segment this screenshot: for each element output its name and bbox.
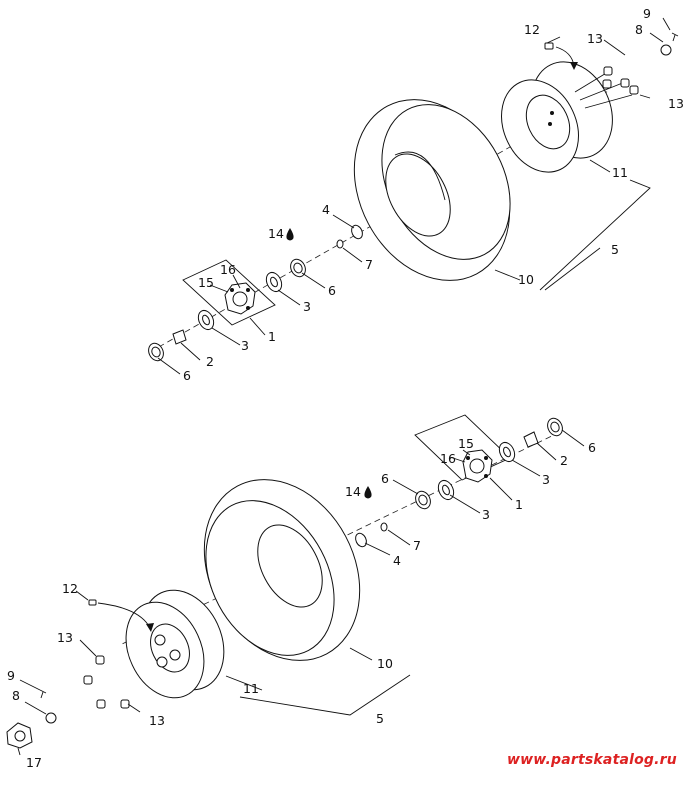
callout-13: 13 xyxy=(587,31,603,46)
callout-3: 3 xyxy=(241,338,249,353)
valve-top xyxy=(544,42,554,50)
callout-6: 6 xyxy=(183,368,191,383)
watermark-text: www.partskatalog.ru xyxy=(507,752,677,768)
callout-7: 7 xyxy=(365,257,373,272)
spacer-7-top xyxy=(336,239,344,249)
callout-8: 8 xyxy=(12,688,20,703)
callout-9: 9 xyxy=(7,668,15,683)
callout-13: 13 xyxy=(57,630,73,645)
callout-11: 11 xyxy=(243,681,259,696)
hub-top xyxy=(224,282,256,315)
callout-12: 12 xyxy=(524,22,540,37)
callout-3: 3 xyxy=(482,507,490,522)
tire-bottom xyxy=(203,479,361,661)
callout-2: 2 xyxy=(560,453,568,468)
callout-14: 14 xyxy=(345,484,361,499)
callout-5: 5 xyxy=(611,242,619,257)
hub-bottom xyxy=(462,449,493,483)
callout-9: 9 xyxy=(643,6,651,21)
oil-drop-icon xyxy=(286,228,294,241)
callout-7: 7 xyxy=(413,538,421,553)
callout-8: 8 xyxy=(635,22,643,37)
cap-top xyxy=(660,44,672,56)
hubcap-17 xyxy=(6,722,33,749)
callout-3: 3 xyxy=(303,299,311,314)
callout-10: 10 xyxy=(377,656,393,671)
rim-bottom xyxy=(125,589,225,699)
callout-11: 11 xyxy=(612,165,628,180)
callout-6: 6 xyxy=(588,440,596,455)
callout-12: 12 xyxy=(62,581,78,596)
callout-1: 1 xyxy=(515,497,523,512)
callouts-top: 9 12 8 13 13 11 4 14 5 7 16 10 15 6 3 1 … xyxy=(183,6,684,383)
tire-top xyxy=(353,99,511,281)
callout-14: 14 xyxy=(268,226,284,241)
wheel-nuts-top xyxy=(574,66,639,109)
callout-16: 16 xyxy=(440,451,456,466)
callout-2: 2 xyxy=(206,354,214,369)
callout-1: 1 xyxy=(268,329,276,344)
bottom-assembly xyxy=(6,414,585,756)
callout-16: 16 xyxy=(220,262,236,277)
callouts-bottom: 15 6 16 2 6 3 14 1 3 7 4 12 13 10 9 11 8… xyxy=(7,436,596,770)
callout-13: 13 xyxy=(668,96,684,111)
callout-6: 6 xyxy=(381,471,389,486)
callout-13: 13 xyxy=(149,713,165,728)
callout-15: 15 xyxy=(198,275,214,290)
rim-top xyxy=(501,61,613,173)
callout-4: 4 xyxy=(393,553,401,568)
callout-5: 5 xyxy=(376,711,384,726)
callout-10: 10 xyxy=(518,272,534,287)
top-assembly xyxy=(148,17,679,375)
callout-6: 6 xyxy=(328,283,336,298)
callout-17: 17 xyxy=(26,755,42,770)
seal-4-top xyxy=(351,224,363,240)
callout-4: 4 xyxy=(322,202,330,217)
callout-3: 3 xyxy=(542,472,550,487)
callout-15: 15 xyxy=(458,436,474,451)
